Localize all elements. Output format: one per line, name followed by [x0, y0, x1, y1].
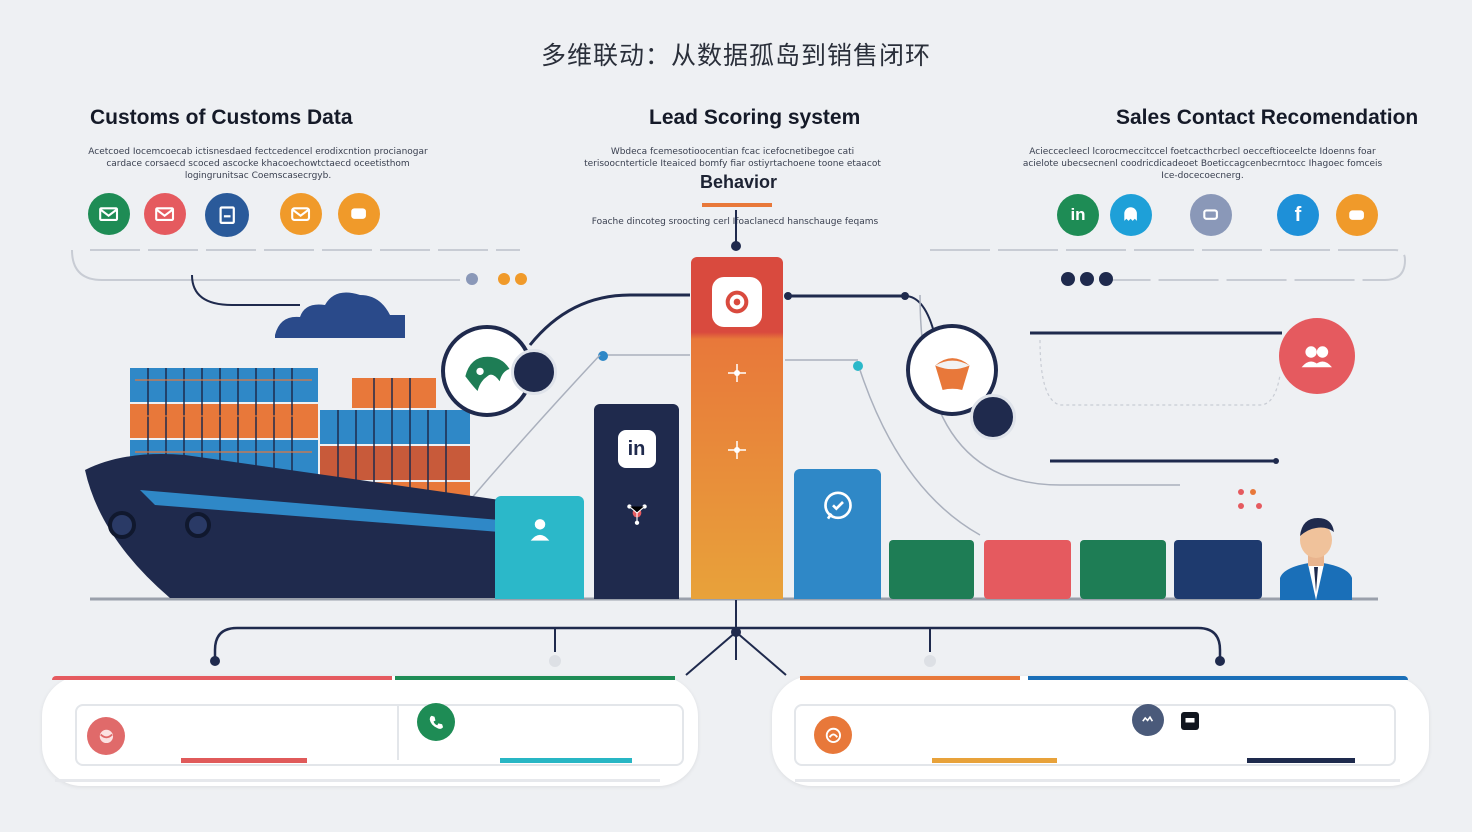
section-heading-sales-contact: Sales Contact Recomendation: [1116, 106, 1419, 129]
card-accent-bar: [1247, 758, 1355, 763]
contact-magnifier-icon: [906, 324, 998, 416]
card-accent-bar: [181, 758, 307, 763]
ghost-chat-icon: [1110, 194, 1152, 236]
badge-right: [970, 394, 1016, 440]
dot-indicator: [1238, 489, 1244, 495]
bar-social-history: [794, 469, 881, 599]
inbox-icon: [280, 193, 322, 235]
chat-icon: [818, 487, 858, 532]
globe-icon: [814, 716, 852, 754]
panel-accent: [1028, 676, 1408, 680]
section-desc-sales-contact: Acieccecleecl lcorocmeccitccel foetcacth…: [1022, 147, 1383, 181]
panel-accent: [395, 676, 675, 680]
dot-indicator: [1238, 503, 1244, 509]
contacts-group-icon: [1279, 318, 1355, 394]
person-icon: [526, 514, 554, 549]
bar-score-19: [984, 540, 1071, 599]
phone-icon[interactable]: [417, 703, 455, 741]
panel-scroll-track: [55, 779, 660, 782]
cloud-icon: [275, 292, 405, 338]
chat-bubble-icon: [338, 193, 380, 235]
card-accent-bar: [500, 758, 632, 763]
section-desc-customs: Acetcoed Iocemcoecab ictisnesdaed fectce…: [88, 147, 428, 181]
behavior-underline: [702, 203, 772, 207]
facebook-icon: f: [1277, 194, 1319, 236]
network-icon: [624, 500, 650, 531]
panel-scroll-track: [795, 779, 1400, 782]
bar-hadocin: [889, 540, 974, 599]
behavior-heading: Behavior: [700, 172, 778, 192]
section-heading-lead-scoring: Lead Scoring system: [649, 106, 861, 129]
sparkle-icon: [725, 361, 749, 390]
card-accent-bar: [932, 758, 1057, 763]
contact-card-group-right: [794, 704, 1396, 766]
bar-social-behavior: in: [594, 404, 679, 599]
cargo-ship-icon: [85, 368, 500, 598]
chat-square-icon[interactable]: [1181, 712, 1199, 730]
page-title: 多维联动：从数据孤岛到销售闭环: [540, 41, 931, 70]
globe-icon: [87, 717, 125, 755]
video-icon: [1336, 194, 1378, 236]
linkedin-icon: in: [1057, 194, 1099, 236]
section-heading-customs: Customs of Customs Data: [90, 106, 353, 129]
sparkle-icon: [725, 438, 749, 467]
instagram-icon: [712, 277, 762, 327]
bar-score-98: [1080, 540, 1166, 599]
message-icon[interactable]: [1132, 704, 1164, 736]
salesperson-avatar: [1280, 518, 1352, 600]
bar-visible-lead: [495, 496, 584, 599]
message-icon: [1190, 194, 1232, 236]
panel-accent: [800, 676, 1020, 680]
document-icon: [205, 193, 249, 237]
email-icon: [88, 193, 130, 235]
divider: [397, 706, 399, 760]
bar-score-93: [1174, 540, 1262, 599]
badge-left: [511, 349, 557, 395]
dot-indicator: [1250, 489, 1256, 495]
contact-card-group-left: [75, 704, 684, 766]
section-desc-lead-scoring: Wbdeca fcemesotioocentian fcac icefocnet…: [584, 147, 881, 169]
behavior-desc: Foache dincoteg sroocting cerl Ifoaclane…: [591, 217, 879, 227]
bar-behavior-score: [691, 257, 783, 599]
linkedin-icon: in: [617, 430, 656, 468]
panel-accent: [52, 676, 392, 680]
mail-open-icon: [144, 193, 186, 235]
dot-indicator: [1256, 503, 1262, 509]
